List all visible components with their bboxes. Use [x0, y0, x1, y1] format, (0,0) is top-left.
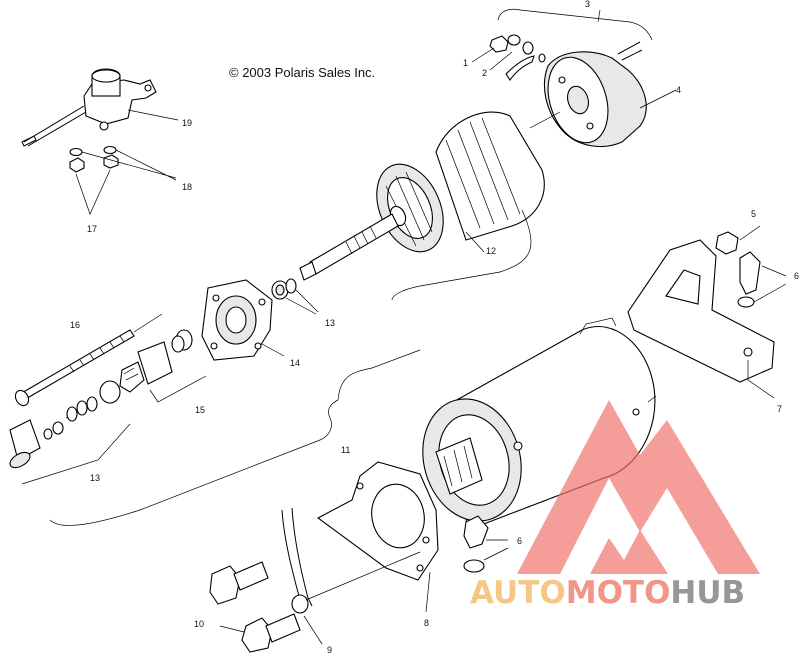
callout-9: 9: [327, 645, 332, 655]
callout-11: 11: [341, 445, 350, 455]
watermark-auto: AUTO: [470, 575, 566, 611]
callout-7: 7: [777, 404, 782, 414]
callout-10: 10: [194, 619, 204, 629]
mounting-bracket-rear: [627, 225, 787, 399]
callout-5: 5: [751, 209, 756, 219]
mounting-bracket-front: [316, 461, 509, 613]
callout-14: 14: [290, 358, 300, 368]
cable-and-bolts: [209, 507, 421, 653]
automotohub-watermark: AUTOMOTOHUB: [470, 400, 760, 611]
starter-motor-housing: [49, 317, 657, 531]
callout-1: 1: [463, 58, 468, 68]
callout-13-parts: 13: [90, 473, 100, 483]
watermark-moto: MOTO: [566, 575, 671, 611]
callout-15: 15: [195, 405, 205, 415]
callout-12: 12: [486, 246, 496, 256]
drive-end-housing: [201, 278, 319, 361]
callout-3: 3: [585, 0, 590, 9]
callout-labels: 1 2 3 4 5 6 6 7 8 9 10 11 12 13 13 14 15…: [70, 0, 799, 655]
callout-4: 4: [676, 85, 681, 95]
callout-8: 8: [424, 618, 429, 628]
armature-assembly: [299, 111, 561, 301]
bendix-drive-assembly: [9, 313, 207, 485]
callout-6-front: 6: [517, 536, 522, 546]
callout-19: 19: [182, 118, 192, 128]
callout-16: 16: [70, 320, 80, 330]
watermark-hub: HUB: [670, 575, 745, 611]
callout-2: 2: [482, 68, 487, 78]
watermark-text: AUTOMOTOHUB: [470, 575, 745, 611]
callout-17: 17: [87, 224, 97, 234]
callout-6-rear: 6: [794, 271, 799, 281]
copyright-notice: © 2003 Polaris Sales Inc.: [229, 65, 375, 80]
callout-13-bearings: 13: [325, 318, 335, 328]
end-cap-assembly: [471, 8, 677, 147]
solenoid-assembly: [21, 68, 179, 215]
callout-18: 18: [182, 182, 192, 192]
